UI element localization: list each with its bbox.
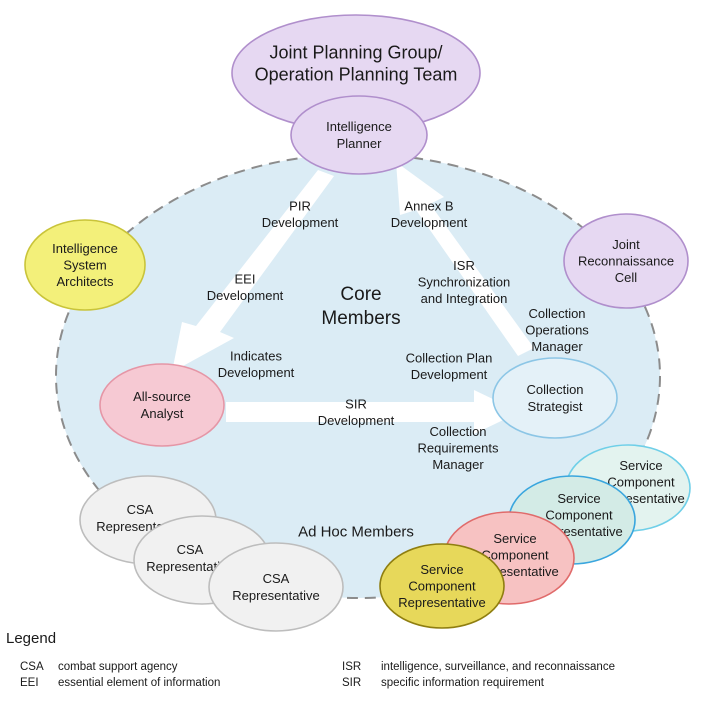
arrow-planner-to-analyst — [172, 170, 334, 372]
node-isa-label-line: Architects — [56, 274, 114, 289]
node-analyst-label-line: Analyst — [141, 406, 184, 421]
node-strategist-label-line: Collection — [526, 382, 583, 397]
flow-label-annexb: Annex B Development — [391, 198, 468, 230]
flow-label-crm-line: Manager — [432, 457, 484, 472]
flow-label-eei-line: EEI — [235, 271, 256, 286]
flow-label-indicates-line: Indicates — [230, 348, 283, 363]
node-scr4 — [379, 543, 505, 629]
adhoc-members-label: Ad Hoc Members — [298, 523, 414, 540]
node-csa1-label-line: CSA — [127, 502, 154, 517]
flow-label-isr-line: ISR — [453, 258, 475, 273]
core-members-label-line: Members — [321, 308, 400, 329]
core-members-label-line: Core — [340, 284, 381, 305]
node-csa3-label-line: Representative — [232, 588, 319, 603]
core-members-area — [55, 153, 661, 599]
node-planner-label-line: Planner — [337, 136, 382, 151]
node-planner-label-line: Intelligence — [326, 119, 392, 134]
node-jpg-label-line: Joint Planning Group/ — [269, 42, 442, 62]
node-scr4-label-line: Representative — [398, 595, 485, 610]
flow-label-com-line: Operations — [525, 323, 589, 338]
flow-label-crm-line: Requirements — [418, 441, 499, 456]
flow-arrows — [172, 162, 534, 434]
node-isa-label-line: System — [63, 258, 106, 273]
node-csa3-label-line: CSA — [263, 571, 290, 586]
node-csa2-label-line: CSA — [177, 542, 204, 557]
node-jrc-label-line: Cell — [615, 270, 638, 285]
flow-label-annexb-line: Development — [391, 215, 468, 230]
arrow-analyst-to-strategist — [226, 390, 520, 434]
node-scr1-label-line: Component — [607, 475, 675, 490]
flow-label-pir-line: Development — [262, 215, 339, 230]
flow-label-pir: PIR Development — [262, 198, 339, 230]
adhoc-members-label-line: Ad Hoc Members — [298, 523, 414, 540]
flow-label-isr-line: Synchronization — [418, 275, 511, 290]
node-jrc — [563, 213, 689, 309]
node-csa3-label: CSA Representative — [232, 571, 319, 603]
flow-label-cpd-line: Collection Plan — [406, 350, 493, 365]
flow-label-com-line: Collection — [528, 306, 585, 321]
node-isa-label-line: Intelligence — [52, 241, 118, 256]
node-csa2-label-line: Representative — [146, 559, 233, 574]
arrow-strategist-to-planner — [396, 162, 534, 356]
node-jpg-label: Joint Planning Group/Operation Planning … — [255, 42, 458, 84]
flow-label-indicates-line: Development — [218, 365, 295, 380]
node-planner — [290, 95, 428, 175]
node-jrc-label-line: Joint — [612, 237, 640, 252]
node-scr3-label-line: Component — [481, 548, 549, 563]
flow-label-crm-line: Collection — [429, 424, 486, 439]
node-strategist-label-line: Strategist — [528, 399, 583, 414]
node-csa3 — [208, 542, 344, 632]
flow-label-com-line: Manager — [531, 339, 583, 354]
node-jrc-label-line: Reconnaissance — [578, 254, 674, 269]
node-strategist — [492, 357, 618, 439]
flow-label-eei: EEI Development — [207, 271, 284, 303]
node-scr4-label-line: Component — [408, 579, 476, 594]
node-jpg-label-line: Operation Planning Team — [255, 64, 458, 84]
node-analyst — [99, 363, 225, 447]
flow-label-sir-line: SIR — [345, 396, 367, 411]
flow-label-eei-line: Development — [207, 288, 284, 303]
flow-label-sir-line: Development — [318, 413, 395, 428]
node-scr1-label-line: Service — [619, 458, 662, 473]
node-scr3-label-line: Service — [493, 531, 536, 546]
node-scr2-label-line: Service — [557, 491, 600, 506]
node-csa2-label: CSA Representative — [146, 542, 233, 574]
flow-label-annexb-line: Annex B — [404, 198, 453, 213]
flow-label-sir: SIR Development — [318, 396, 395, 428]
flow-label-pir-line: PIR — [289, 198, 311, 213]
node-scr2-label-line: Component — [545, 508, 613, 523]
node-scr4-label-line: Service — [420, 562, 463, 577]
flow-label-cpd-line: Development — [411, 367, 488, 382]
node-isa — [24, 219, 146, 311]
flow-label-isr-line: and Integration — [421, 291, 508, 306]
node-analyst-label-line: All-source — [133, 389, 191, 404]
